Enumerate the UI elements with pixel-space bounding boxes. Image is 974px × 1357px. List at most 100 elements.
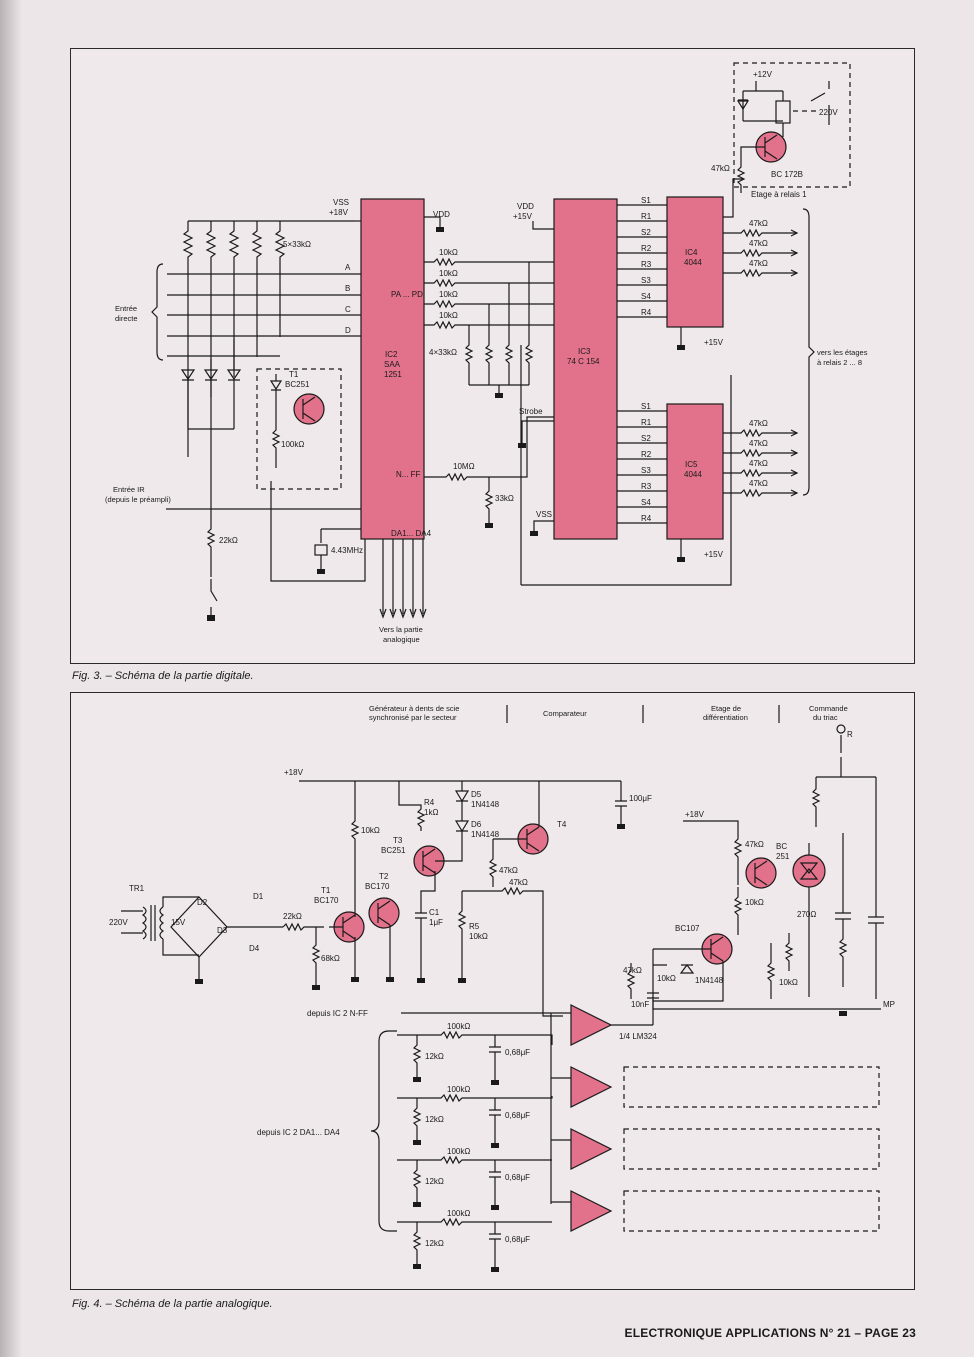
r-47k-o4: 47kΩ (749, 419, 768, 428)
stage-duplicate-4 (623, 1190, 880, 1232)
svg-text:0,68μF: 0,68μF (505, 1173, 530, 1182)
ic2-number: 1251 (384, 370, 402, 379)
comparator-network-labels: 100kΩ 100kΩ 100kΩ 100kΩ 12kΩ 12kΩ 12kΩ 1… (425, 1022, 530, 1248)
svg-text:0,68μF: 0,68μF (505, 1048, 530, 1057)
t2-bc170 (368, 897, 400, 929)
r-47k-o2: 47kΩ (749, 239, 768, 248)
relay-plus12: +12V (753, 70, 773, 79)
entree-brace (151, 263, 164, 361)
analog-schematic-panel: Générateur à dents de scie synchronisé p… (70, 692, 915, 1290)
entree-ir-label: Entrée IR (113, 485, 145, 494)
r-4x33k-label: 4×33kΩ (429, 348, 457, 357)
svg-text:12kΩ: 12kΩ (425, 1052, 444, 1061)
nff-line (424, 416, 569, 482)
pulldown-4x33k (464, 262, 534, 393)
d6-label: D6 (471, 820, 482, 829)
d6-type: 1N4148 (471, 830, 500, 839)
svg-text:S4: S4 (641, 498, 651, 507)
r-47k-b-label: 47kΩ (509, 878, 528, 887)
r4-value: 1kΩ (424, 808, 438, 817)
ic2-saa1251 (360, 198, 425, 540)
t2-label: T2 (379, 872, 389, 881)
svg-text:S2: S2 (641, 228, 651, 237)
ic2-vdd-label: VDD (433, 210, 450, 219)
t3-label: T3 (393, 836, 403, 845)
svg-text:R1: R1 (641, 418, 652, 427)
lm324-label: 1/4 LM324 (619, 1032, 657, 1041)
input-lines (167, 273, 361, 357)
input-d: D (345, 326, 351, 335)
ic2-nff-label: N... FF (396, 470, 421, 479)
d1-label: D1 (253, 892, 264, 901)
ic5-type: 4044 (684, 470, 702, 479)
svg-text:R2: R2 (641, 450, 652, 459)
ic3-vdd-label: VDD (517, 202, 534, 211)
resistor-pack-5x33k: 5×33kΩ (182, 220, 354, 457)
vers-etages-label-2: à relais 2 ... 8 (817, 358, 862, 367)
vss-label: VSS (333, 198, 349, 207)
svg-text:0,68μF: 0,68μF (505, 1111, 530, 1120)
fig4-caption: Fig. 4. – Schéma de la partie analogique… (72, 1298, 273, 1310)
header-diff: Etage de (711, 704, 741, 713)
bc251-value: 251 (776, 852, 790, 861)
bc251-label: BC (776, 842, 787, 851)
relay-220v: 220V (819, 108, 838, 117)
bc251-transistor (745, 857, 777, 889)
r-47k-c-label: 47kΩ (745, 840, 764, 849)
page-footer: ELECTRONIQUE APPLICATIONS N° 21 – PAGE 2… (624, 1326, 916, 1340)
input-diodes (180, 339, 242, 489)
ic2-da-label: DA1... DA4 (391, 529, 432, 538)
ic4-name: IC4 (685, 248, 698, 257)
svg-text:R4: R4 (641, 514, 652, 523)
resistor-pack-label: 5×33kΩ (283, 240, 311, 249)
svg-text:R3: R3 (641, 260, 652, 269)
svg-text:R1: R1 (641, 212, 652, 221)
input-a: A (345, 263, 351, 272)
r-47k-a-label: 47kΩ (499, 866, 518, 875)
triac (792, 854, 826, 888)
entree-directe-label-2: directe (115, 314, 138, 323)
d3-label: D3 (217, 926, 228, 935)
svg-text:S2: S2 (641, 434, 651, 443)
relay-title: Etage à relais 1 (751, 190, 807, 199)
r-10k-b-label: 10kΩ (745, 898, 764, 907)
vss-ic3-label: VSS (536, 510, 552, 519)
ic3-output-lines (520, 204, 732, 586)
c1-label: C1 (429, 908, 440, 917)
entree-directe-label: Entrée (115, 304, 137, 313)
svg-text:R4: R4 (641, 308, 652, 317)
r-label: R (847, 730, 853, 739)
r-22k-a-label: 22kΩ (283, 912, 302, 921)
r-47k-o6: 47kΩ (749, 459, 768, 468)
page-gutter-shadow (0, 0, 22, 1357)
t1-type: BC251 (285, 380, 310, 389)
relay-r-47k: 47kΩ (711, 164, 730, 173)
outputs-brace (802, 208, 815, 496)
stage-duplicate-2 (623, 1066, 880, 1108)
r-33k-label: 33kΩ (495, 494, 514, 503)
d2-label: D2 (197, 898, 208, 907)
bc107-label: BC107 (675, 924, 700, 933)
r-68k-label: 68kΩ (321, 954, 340, 963)
relay-outputs (723, 178, 799, 498)
header-saw: Générateur à dents de scie (369, 704, 459, 713)
r-10k-2: 10kΩ (439, 269, 458, 278)
crystal-label: 4.43MHz (331, 546, 363, 555)
c1-value: 1μF (429, 918, 443, 927)
r-10k-a-label: 10kΩ (361, 826, 380, 835)
comparator-input-networks (397, 1030, 553, 1267)
secondary-label: 15V (171, 918, 186, 927)
depuis-nff-label: depuis IC 2 N-FF (307, 1009, 368, 1018)
plus18b-label: +18V (685, 810, 705, 819)
plus18-label: +18V (284, 768, 304, 777)
r4-label: R4 (424, 798, 435, 807)
r-47k-o1: 47kΩ (749, 219, 768, 228)
d5-type: 1N4148 (471, 800, 500, 809)
ic5-pin-labels: S1 R1 S2 R2 S3 R3 S4 R4 (641, 402, 652, 523)
r-10k-4: 10kΩ (439, 311, 458, 320)
ic3-74c154 (553, 198, 618, 540)
svg-text:S4: S4 (641, 292, 651, 301)
stage-duplicate-3 (623, 1128, 880, 1170)
relay-transistor-label: BC 172B (771, 170, 803, 179)
entree-ir-label-2: (depuis le préampli) (105, 495, 171, 504)
